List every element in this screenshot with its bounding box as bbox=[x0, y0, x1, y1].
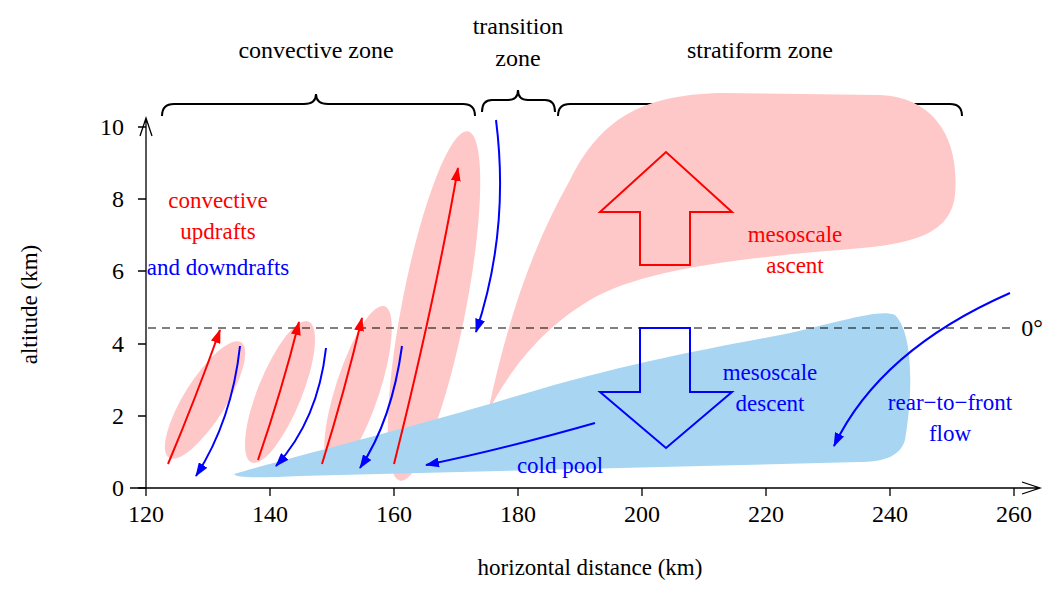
zone-label: convective zone bbox=[238, 34, 393, 66]
region-label: rear−to−front flow bbox=[875, 387, 1025, 449]
downdraft-arrows bbox=[196, 120, 1010, 476]
plume bbox=[231, 313, 329, 470]
rear-inflow bbox=[834, 293, 1010, 446]
downdraft bbox=[196, 346, 240, 476]
axis-title: horizontal distance (km) bbox=[478, 552, 703, 583]
brace bbox=[482, 90, 555, 112]
x-axis bbox=[130, 482, 1040, 494]
tick-label: 4 bbox=[112, 328, 124, 360]
tick-label: 240 bbox=[872, 498, 908, 530]
updraft bbox=[258, 322, 299, 460]
tick-label: 260 bbox=[996, 498, 1032, 530]
updraft bbox=[394, 168, 458, 464]
tick-label: 140 bbox=[252, 498, 288, 530]
y-axis bbox=[140, 118, 152, 488]
tick-label: 6 bbox=[112, 255, 124, 287]
updraft bbox=[322, 318, 362, 464]
downdraft bbox=[276, 348, 326, 466]
tick-label: 0 bbox=[112, 472, 124, 504]
tick-label: 220 bbox=[748, 498, 784, 530]
axis-title: altitude (km) bbox=[14, 245, 45, 364]
tick-label: 120 bbox=[128, 498, 164, 530]
brace bbox=[162, 94, 475, 116]
tick-label: 10 bbox=[100, 111, 124, 143]
tick-label: 160 bbox=[376, 498, 412, 530]
transition-downdraft bbox=[476, 120, 500, 332]
updraft bbox=[168, 330, 220, 464]
annotation: and downdrafts bbox=[147, 252, 289, 283]
region-label: cold pool bbox=[517, 450, 603, 481]
freezing-level bbox=[146, 327, 1010, 328]
zone-label: transition zone bbox=[463, 10, 573, 75]
y-ticks bbox=[138, 127, 146, 488]
zone-label: stratiform zone bbox=[687, 34, 833, 66]
downdraft bbox=[360, 346, 402, 468]
ascent-arrow bbox=[600, 152, 732, 265]
x-ticks bbox=[146, 488, 1014, 496]
tick-label: 200 bbox=[624, 498, 660, 530]
cold-pool-region: mesoscale descentcold poolrear−to−front … bbox=[228, 300, 918, 485]
descent-arrow bbox=[600, 328, 732, 448]
region-outline bbox=[234, 313, 910, 477]
region-label: mesoscale descent bbox=[710, 357, 830, 419]
tick-label: 2 bbox=[112, 400, 124, 432]
annotation: convective updrafts bbox=[153, 185, 283, 247]
region-label: mesoscale ascent bbox=[735, 219, 855, 281]
plume bbox=[151, 331, 259, 469]
level-label: 0° bbox=[1021, 312, 1043, 344]
cold-pool-outflow bbox=[426, 423, 595, 465]
tick-label: 8 bbox=[112, 183, 124, 215]
tick-label: 180 bbox=[500, 498, 536, 530]
